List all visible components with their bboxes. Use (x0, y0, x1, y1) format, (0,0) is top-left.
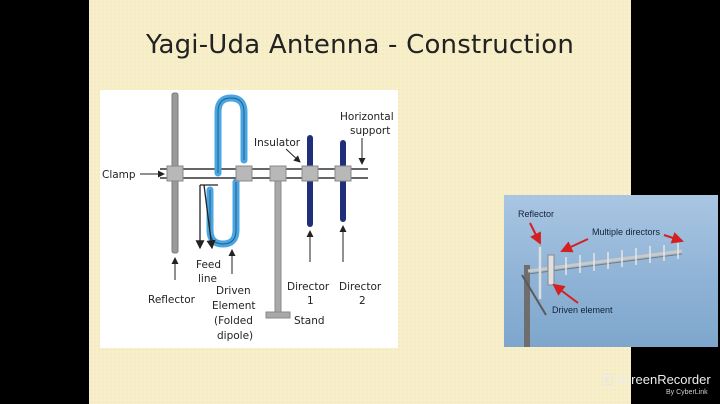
antenna-photo: Reflector Multiple directors Driven elem… (504, 195, 718, 347)
label-stand: Stand (294, 315, 325, 327)
label-driven-3: (Folded (214, 315, 253, 327)
feed-line-wire-2 (203, 184, 216, 250)
photo-directors-arrow-left (560, 238, 589, 253)
photo-label-multiple-directors: Multiple directors (592, 227, 661, 237)
stand (274, 175, 282, 317)
label-feed-line-2: line (198, 273, 217, 285)
diagram-svg: Clamp Reflector Feed line Driven Element… (102, 92, 394, 342)
photo-mast (524, 265, 530, 347)
label-feed-line-1: Feed (196, 259, 221, 271)
label-driven-2: Element (212, 300, 255, 312)
photo-directors-arrow-right (663, 232, 684, 244)
slide-title: Yagi-Uda Antenna - Construction (145, 30, 575, 60)
insulator-director-1 (301, 165, 319, 182)
photo-label-reflector: Reflector (518, 209, 554, 219)
photo-mast-brace (521, 274, 547, 316)
label-horizontal-2: support (350, 125, 390, 137)
label-driven-4: dipole) (217, 330, 253, 342)
label-director-2-line2: 2 (359, 295, 366, 307)
insulator-director-2 (334, 165, 352, 182)
photo-reflector-arrow (529, 222, 541, 245)
clamp-reflector (166, 165, 184, 182)
presentation-slide: Yagi-Uda Antenna - Construction (89, 0, 718, 404)
photo-driven-arrow (552, 283, 579, 304)
clamp-stand (269, 165, 287, 182)
recorder-by: By CyberLink (666, 389, 708, 396)
label-insulator: Insulator (254, 137, 301, 149)
label-director-2-line1: Director (339, 281, 382, 293)
stand-base (265, 311, 291, 319)
label-director-1-line2: 1 (307, 295, 314, 307)
label-horizontal-1: Horizontal (340, 111, 394, 123)
recorder-logo-icon (602, 374, 613, 385)
screen-recorder-watermark: ScreenRecorder By CyberLink (600, 372, 720, 404)
insulator-arrow (285, 148, 301, 163)
photo-label-driven-element: Driven element (552, 305, 613, 315)
yagi-construction-diagram: Clamp Reflector Feed line Driven Element… (100, 90, 398, 348)
stand-arrow (289, 320, 293, 321)
clamp-driven (235, 165, 253, 182)
label-clamp: Clamp (102, 169, 136, 181)
label-driven-1: Driven (216, 285, 251, 297)
recorder-name: ScreenRecorder (616, 372, 711, 387)
photo-driven (547, 254, 555, 286)
photo-svg: Reflector Multiple directors Driven elem… (518, 209, 684, 347)
label-director-1-line1: Director (287, 281, 330, 293)
label-reflector: Reflector (148, 294, 196, 306)
